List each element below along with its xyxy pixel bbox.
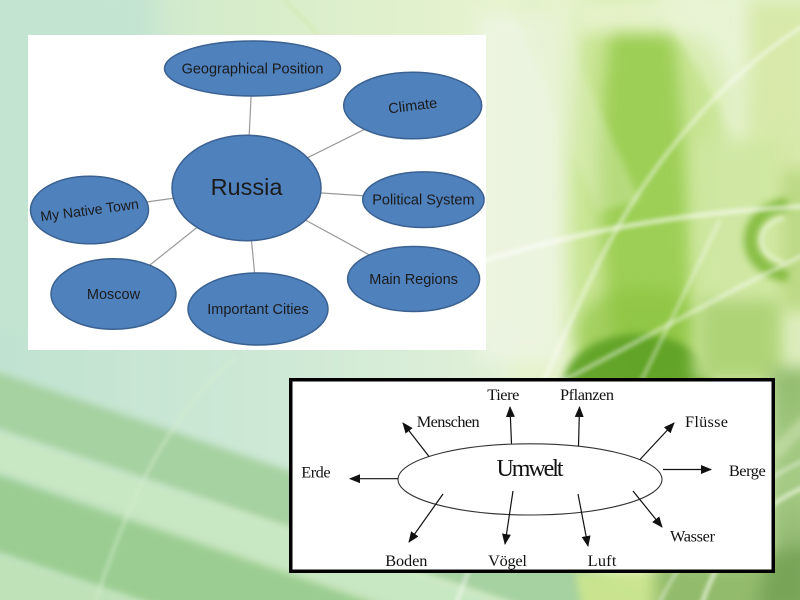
svg-text:Climate: Climate xyxy=(387,96,438,118)
svg-text:Pflanzen: Pflanzen xyxy=(560,385,614,404)
svg-text:Wasser: Wasser xyxy=(670,527,716,546)
svg-text:Luft: Luft xyxy=(588,551,617,570)
svg-text:Menschen: Menschen xyxy=(417,412,480,431)
svg-text:Moscow: Moscow xyxy=(87,287,141,303)
svg-text:Umwelt: Umwelt xyxy=(497,456,564,482)
svg-text:Berge: Berge xyxy=(729,461,766,480)
svg-text:Russia: Russia xyxy=(211,174,284,200)
svg-text:Vögel: Vögel xyxy=(488,551,527,570)
svg-text:Flüsse: Flüsse xyxy=(685,412,728,431)
svg-text:Boden: Boden xyxy=(385,551,427,570)
svg-text:Erde: Erde xyxy=(301,463,330,482)
svg-text:Important Cities: Important Cities xyxy=(207,302,309,318)
svg-text:Tiere: Tiere xyxy=(487,385,519,404)
svg-text:Geographical Position: Geographical Position xyxy=(182,62,324,78)
svg-text:Political System: Political System xyxy=(372,193,474,209)
svg-text:Main Regions: Main Regions xyxy=(369,272,458,288)
